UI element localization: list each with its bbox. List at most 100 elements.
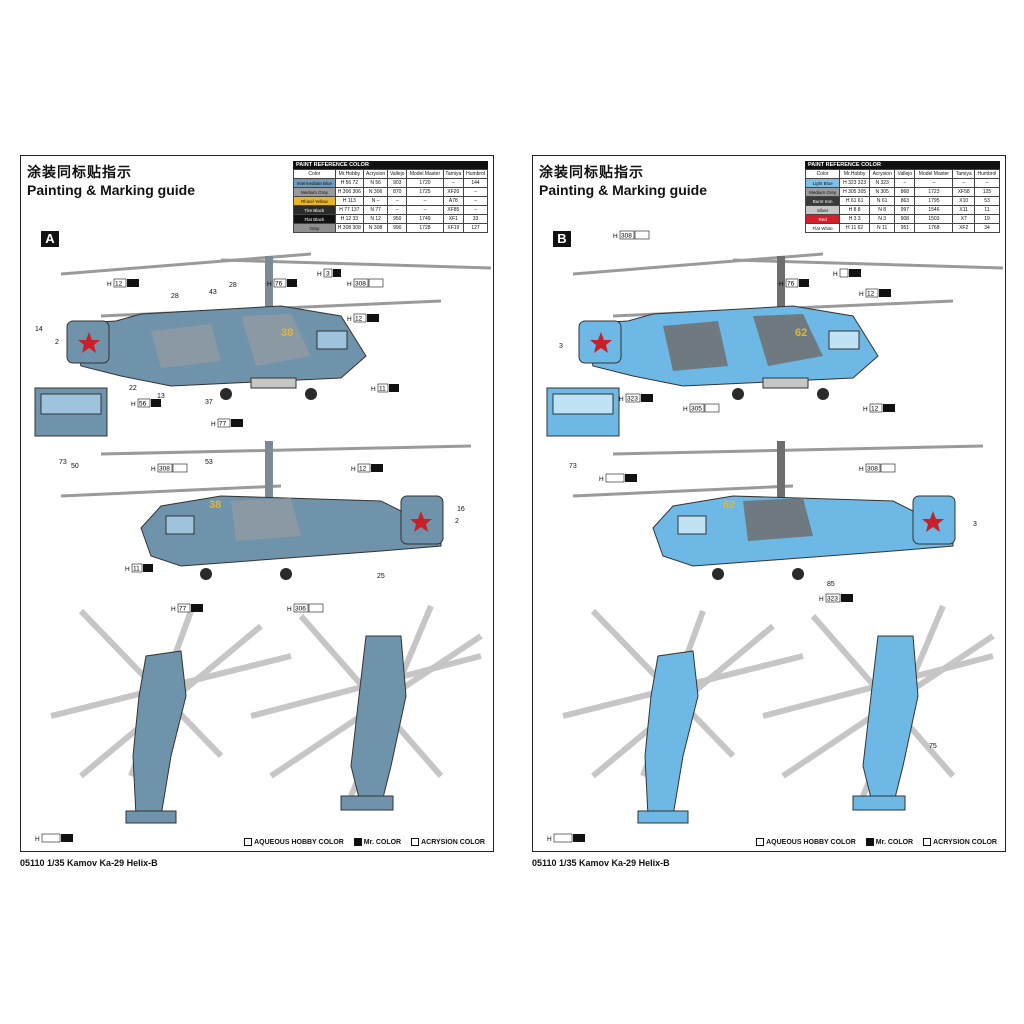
rotor-blade xyxy=(572,484,794,498)
svg-text:H: H xyxy=(351,466,356,473)
table-caption: PAINT REFERENCE COLOR xyxy=(805,161,1000,169)
svg-text:H: H xyxy=(371,386,376,393)
svg-text:H: H xyxy=(125,566,130,573)
svg-text:H: H xyxy=(107,281,112,288)
svg-text:H: H xyxy=(347,316,352,323)
svg-text:76: 76 xyxy=(275,281,283,288)
svg-text:308: 308 xyxy=(621,233,632,240)
bottom-view-right xyxy=(762,604,995,811)
title-english: Painting & Marking guide xyxy=(27,182,196,198)
svg-text:323: 323 xyxy=(827,596,838,603)
cockpit-glass xyxy=(552,393,614,415)
svg-text:H: H xyxy=(619,396,624,403)
svg-text:77: 77 xyxy=(219,421,227,428)
svg-text:76: 76 xyxy=(787,281,795,288)
callout-number: 13 xyxy=(157,393,165,400)
cockpit-inset xyxy=(546,387,620,437)
paint-callout: H xyxy=(547,833,585,843)
fuel-tank xyxy=(250,377,297,389)
svg-text:12: 12 xyxy=(115,281,123,288)
rotor-mast xyxy=(265,256,273,331)
fuselage-bottom xyxy=(862,635,919,807)
top-view-left xyxy=(50,608,292,824)
svg-text:12: 12 xyxy=(359,466,367,473)
paint-code-cell: N 11 xyxy=(868,223,896,233)
product-footer: 05110 1/35 Kamov Ka-29 Helix-B xyxy=(532,858,670,868)
tail-number: 62 xyxy=(795,327,807,339)
svg-text:323: 323 xyxy=(627,396,638,403)
svg-text:305: 305 xyxy=(691,406,702,413)
callout-number: 16 xyxy=(457,506,465,513)
svg-text:H: H xyxy=(547,836,552,843)
color-legend: AQUEOUS HOBBY COLOR Mr. COLOR ACRYSION C… xyxy=(533,838,997,846)
paint-callout: H xyxy=(599,473,637,483)
wheel xyxy=(280,568,292,580)
callout-number: 2 xyxy=(55,339,59,346)
cockpit-glass xyxy=(40,393,102,415)
svg-text:11: 11 xyxy=(379,386,386,393)
callout-number: 43 xyxy=(209,289,217,296)
svg-text:3: 3 xyxy=(326,271,330,278)
rotor-blade xyxy=(612,444,984,456)
top-view-left xyxy=(562,608,804,824)
painting-guide-sheet-a: 涂装同标贴指示 Painting & Marking guide A PAINT… xyxy=(20,155,494,852)
svg-text:H: H xyxy=(267,281,272,288)
cockpit-window xyxy=(677,515,707,535)
tail-plane xyxy=(637,810,689,824)
painting-guide-sheet-b: 涂装同标贴指示 Painting & Marking guide B PAINT… xyxy=(532,155,1006,852)
bottom-view-right xyxy=(250,604,483,811)
callout-number: 22 xyxy=(129,385,137,392)
paint-code-cell: 990 xyxy=(387,223,408,233)
table-caption: PAINT REFERENCE COLOR xyxy=(293,161,488,169)
callout-number: 14 xyxy=(35,326,43,333)
tail-number: 38 xyxy=(281,327,293,339)
callout-number: 28 xyxy=(229,282,237,289)
camo-patch xyxy=(241,314,311,366)
legend-mr-color: Mr. COLOR xyxy=(865,838,913,846)
cockpit-window xyxy=(828,330,860,350)
camo-patch xyxy=(151,324,221,368)
wheel xyxy=(200,568,212,580)
paint-callout: H xyxy=(833,268,861,278)
helicopter-diagrams-b: 62 62 xyxy=(546,230,1004,843)
svg-text:H: H xyxy=(819,596,824,603)
wheel xyxy=(305,388,317,400)
cockpit-window xyxy=(165,515,195,535)
camo-patch xyxy=(663,321,728,371)
svg-text:56: 56 xyxy=(139,401,147,408)
callout-number: 28 xyxy=(171,293,179,300)
svg-text:77: 77 xyxy=(179,606,187,613)
helicopter-diagrams-a: 38 38 xyxy=(34,252,492,843)
svg-text:H: H xyxy=(859,291,864,298)
svg-text:11: 11 xyxy=(133,566,140,573)
cockpit-inset xyxy=(34,387,108,437)
paint-code-cell: 34 xyxy=(973,223,1001,233)
callout-number: 73 xyxy=(59,459,67,466)
side-view-left: 62 xyxy=(572,252,1004,400)
camo-patch xyxy=(743,498,813,541)
rotor-mast xyxy=(265,441,273,501)
callout-number: 73 xyxy=(569,463,577,470)
paint-code-cell: 1768 xyxy=(914,223,954,233)
svg-text:306: 306 xyxy=(295,606,306,613)
svg-text:308: 308 xyxy=(867,466,878,473)
callout-number: 50 xyxy=(71,463,79,470)
rotor-blade xyxy=(100,444,472,456)
svg-text:308: 308 xyxy=(159,466,170,473)
rotor-blade xyxy=(60,252,312,276)
rotor-blade xyxy=(732,258,1004,270)
